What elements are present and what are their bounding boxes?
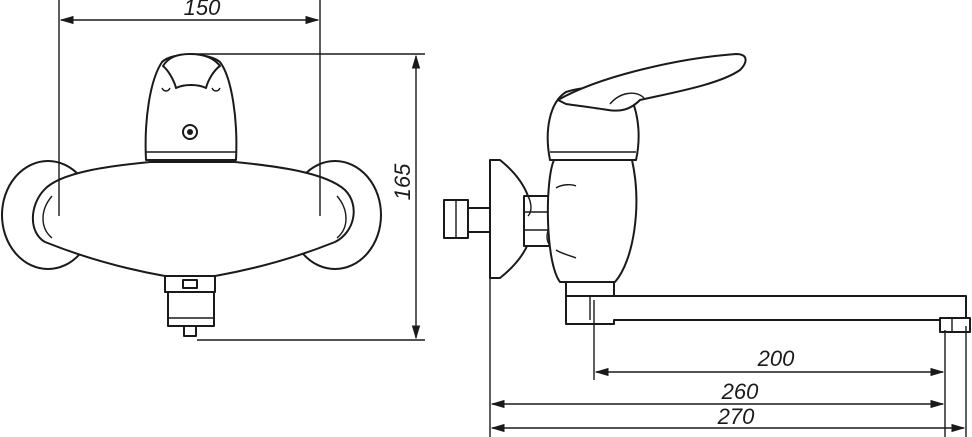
dome-arc-right [211, 87, 221, 92]
spout-collar [565, 281, 615, 297]
side-lever [557, 53, 747, 112]
dim-165-label: 165 [390, 163, 415, 200]
lever-top [162, 53, 221, 89]
dim-270-label: 270 [717, 404, 755, 429]
body-edge-right [336, 195, 347, 239]
outlet-body [167, 291, 215, 327]
set-screw-center [187, 129, 193, 135]
side-body [546, 159, 638, 283]
spout [565, 295, 967, 327]
side-body-arc-1 [555, 183, 577, 189]
inlet-pipe [467, 207, 491, 233]
aerator-tab [183, 325, 197, 337]
dome-arc-left [161, 87, 171, 92]
aerator [939, 317, 971, 333]
hex-nut-arc-1 [527, 195, 532, 217]
side-body-arc-2 [555, 249, 577, 259]
front-view: 150 165 [1, 0, 425, 341]
dim-260-label: 260 [721, 379, 759, 404]
side-view: 200 260 270 [443, 53, 971, 437]
body-edge-left [42, 195, 53, 239]
dim-200-label: 200 [757, 346, 795, 371]
side-flange [489, 159, 529, 279]
mixer-body [31, 161, 355, 277]
side-lever-detail [609, 92, 645, 105]
dim-150-label: 150 [184, 0, 221, 20]
outlet-tab [182, 279, 198, 289]
